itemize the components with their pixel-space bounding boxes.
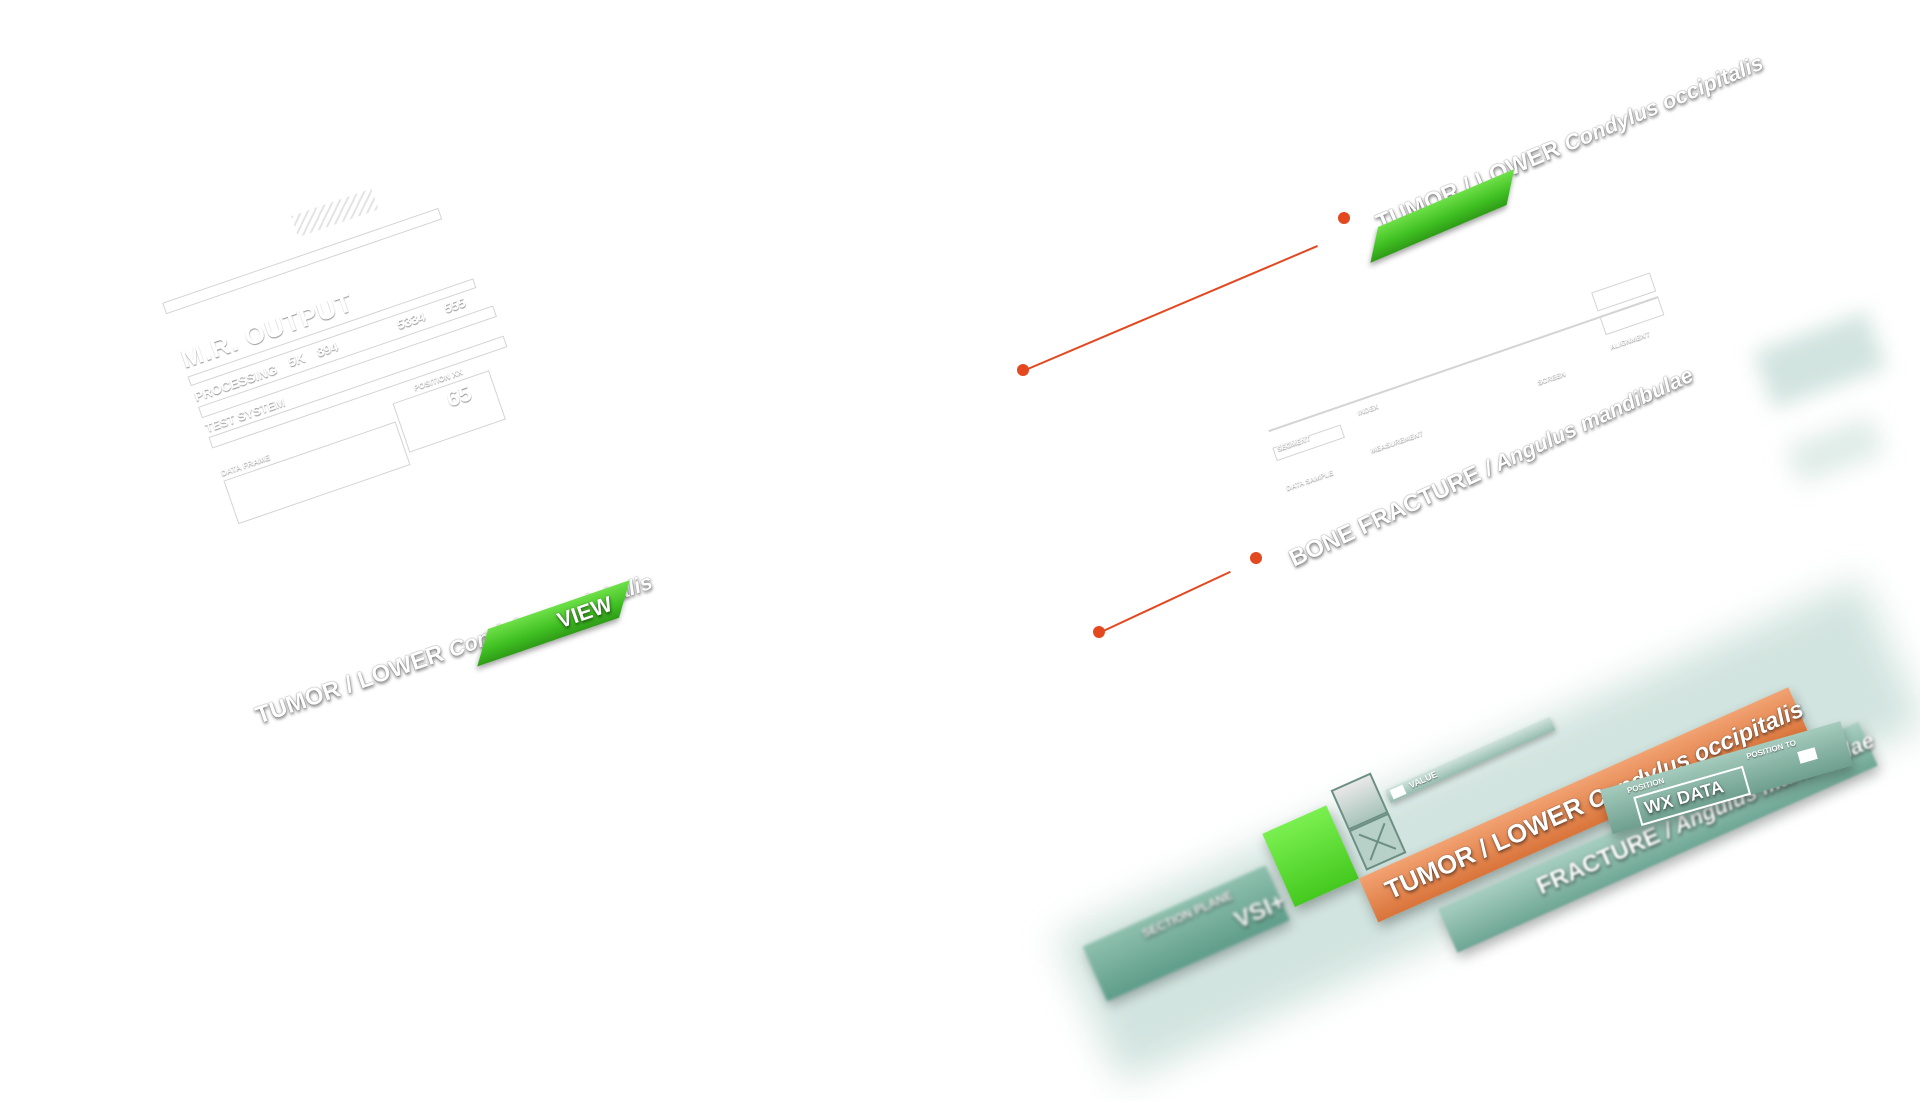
data-frame-box	[223, 421, 411, 525]
callout-dot-top-end	[1338, 212, 1350, 224]
callout-dot-bottom-end	[1250, 552, 1262, 564]
hatch-pattern	[291, 188, 379, 238]
top-caption-italic: Condylus occipitalis	[1560, 49, 1767, 157]
panel-label-6: ALIGNMENT	[1609, 331, 1651, 352]
mri-output-panel: M.R. OUTPUT PROCESSING 5K 894 5334 555 T…	[130, 123, 568, 525]
right-edge-teal-shape-2	[1785, 415, 1885, 485]
callout-line-top	[1022, 245, 1318, 372]
panel-label-2: INDEX	[1356, 403, 1380, 418]
right-edge-teal-shape	[1753, 311, 1887, 409]
callout-line-bottom	[1098, 570, 1231, 634]
callout-dot-bottom-start	[1093, 626, 1105, 638]
bottom-ui-cluster: SECTION PLANE VSI+ VALUE TUMOR / LOWER C…	[1040, 534, 1920, 1101]
position-box	[392, 370, 506, 453]
panel-label-4: MEASUREMENT	[1369, 430, 1424, 455]
checkbox-bottom[interactable]	[1348, 812, 1407, 871]
close-icon	[1358, 822, 1397, 861]
processing-value-1: 5K	[286, 350, 307, 370]
panel-label-3: DATA SAMPLE	[1285, 469, 1335, 493]
left-caption-main: TUMOR / LOWER	[252, 639, 448, 730]
panel-label-5: SCREEN	[1536, 370, 1567, 387]
callout-dot-top-start	[1017, 364, 1029, 376]
